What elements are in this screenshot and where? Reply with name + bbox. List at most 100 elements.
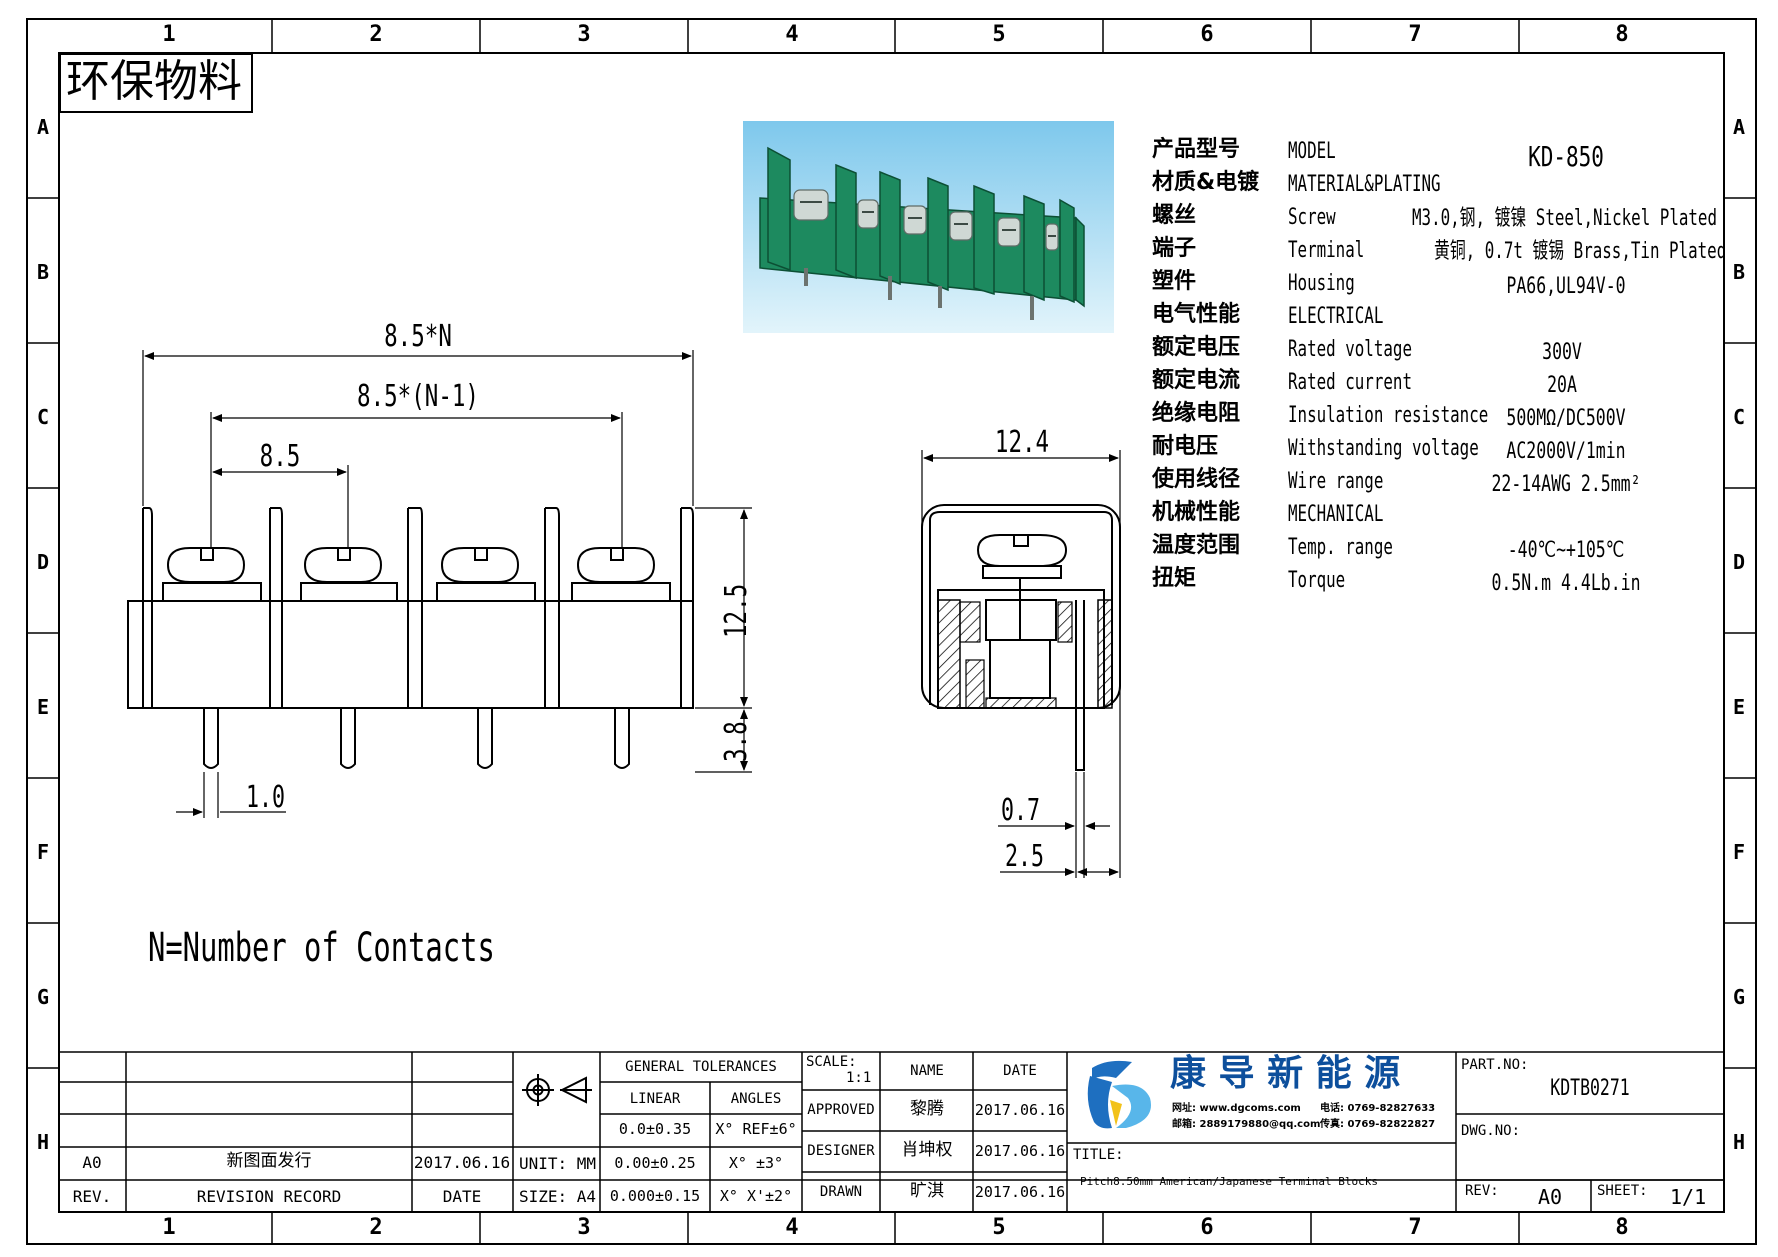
zone-row-d-left: D bbox=[37, 550, 50, 574]
spec-cn-torque: 扭矩 bbox=[1152, 566, 1197, 591]
spec-cn-housing: 塑件 bbox=[1152, 269, 1197, 294]
approved-label: APPROVED bbox=[807, 1102, 875, 1118]
screw-head-3 bbox=[440, 547, 520, 583]
spec-en-insulation: Insulation resistance bbox=[1288, 403, 1489, 428]
zone-col-1-top: 1 bbox=[162, 22, 176, 47]
spec-value-rated-voltage: 300V bbox=[1542, 340, 1582, 365]
zone-col-3-bottom: 3 bbox=[577, 1215, 591, 1240]
front-view-dimensions bbox=[142, 350, 752, 818]
spec-value-rated-current: 20A bbox=[1547, 373, 1577, 398]
part-no-value: KDTB0271 bbox=[1550, 1076, 1630, 1101]
spec-en-torque: Torque bbox=[1288, 568, 1346, 593]
spec-en-electrical: ELECTRICAL bbox=[1288, 304, 1384, 329]
spec-en-material: MATERIAL&PLATING bbox=[1288, 172, 1441, 197]
spec-cn-rated-voltage: 额定电压 bbox=[1152, 335, 1241, 360]
spec-en-screw: Screw bbox=[1288, 205, 1336, 230]
spec-cn-rated-current: 额定电流 bbox=[1152, 368, 1241, 393]
sheet-label: SHEET: bbox=[1597, 1183, 1648, 1199]
spec-en-rated-voltage: Rated voltage bbox=[1288, 337, 1412, 362]
designer-label: DESIGNER bbox=[807, 1143, 875, 1159]
zone-row-f-right: F bbox=[1733, 840, 1746, 864]
tolerances-angles-header: ANGLES bbox=[730, 1091, 782, 1107]
tolerance-linear-1: 0.0±0.35 bbox=[618, 1120, 692, 1138]
name-header: NAME bbox=[910, 1063, 944, 1079]
contacts-note: N=Number of Contacts bbox=[148, 925, 495, 971]
rev-value: A0 bbox=[1538, 1185, 1563, 1209]
spec-value-withstanding: AC2000V/1min bbox=[1506, 439, 1626, 464]
company-phone: 电话: 0769-82827633 bbox=[1320, 1103, 1436, 1114]
spec-cn-wire-range: 使用线径 bbox=[1152, 467, 1241, 492]
screw-head-4 bbox=[576, 547, 656, 583]
zone-dividers bbox=[27, 19, 1756, 1244]
zone-col-5-top: 5 bbox=[992, 22, 1006, 47]
tolerance-linear-2: 0.00±0.25 bbox=[614, 1154, 696, 1172]
dim-pin-thickness: 0.7 bbox=[1001, 793, 1041, 828]
spec-value-housing: PA66,UL94V-0 bbox=[1506, 274, 1626, 299]
spec-en-wire-range: Wire range bbox=[1288, 469, 1384, 494]
designer-name: 肖坤权 bbox=[901, 1140, 953, 1160]
zone-row-c-left: C bbox=[37, 405, 50, 429]
spec-cn-withstanding: 耐电压 bbox=[1152, 434, 1219, 459]
spec-value-screw: M3.0,钢, 镀镍 Steel,Nickel Plated bbox=[1412, 206, 1718, 231]
drawn-date: 2017.06.16 bbox=[974, 1183, 1066, 1201]
title-block-grid bbox=[59, 1051, 1724, 1212]
zone-col-4-top: 4 bbox=[785, 22, 799, 47]
revision-record: 新图面发行 bbox=[226, 1151, 312, 1171]
spec-cn-insulation: 绝缘电阻 bbox=[1152, 401, 1241, 426]
spec-cn-mechanical: 机械性能 bbox=[1152, 500, 1241, 525]
revision-rev: A0 bbox=[82, 1153, 102, 1172]
zone-row-f-left: F bbox=[37, 840, 50, 864]
dim-pin-width: 1.0 bbox=[246, 780, 286, 815]
zone-row-b-left: B bbox=[37, 260, 50, 284]
spec-en-temp-range: Temp. range bbox=[1288, 535, 1393, 560]
spec-value-model: KD-850 bbox=[1528, 140, 1604, 173]
spec-cn-model: 产品型号 bbox=[1152, 137, 1241, 162]
zone-row-h-left: H bbox=[37, 1130, 50, 1154]
dim-overall-width: 8.5*N bbox=[384, 319, 452, 354]
spec-value-temp-range: -40℃~+105℃ bbox=[1507, 538, 1625, 563]
zone-row-a-right: A bbox=[1733, 115, 1746, 139]
spec-value-terminal: 黄铜, 0.7t 镀锡 Brass,Tin Plated bbox=[1434, 239, 1727, 264]
company-fax: 传真: 0769-82822827 bbox=[1320, 1119, 1436, 1130]
stamp-box bbox=[59, 53, 253, 113]
spec-cn-electrical: 电气性能 bbox=[1152, 302, 1241, 327]
zone-col-7-bottom: 7 bbox=[1408, 1215, 1422, 1240]
tolerance-angle-2: X° ±3° bbox=[728, 1154, 784, 1172]
zone-col-2-top: 2 bbox=[369, 22, 383, 47]
drawing-title: Pitch8.50mm American/Japanese Terminal B… bbox=[1080, 1175, 1379, 1188]
dim-pin-length: 3.8 bbox=[719, 721, 754, 762]
zone-row-d-right: D bbox=[1733, 550, 1746, 574]
zone-row-g-left: G bbox=[37, 985, 50, 1009]
zone-row-a-left: A bbox=[37, 115, 50, 139]
zone-row-e-right: E bbox=[1733, 695, 1746, 719]
product-photo bbox=[743, 121, 1114, 333]
scale-value: 1:1 bbox=[846, 1070, 872, 1086]
revision-date: 2017.06.16 bbox=[413, 1153, 511, 1172]
designer-date: 2017.06.16 bbox=[974, 1142, 1066, 1160]
tolerance-angle-1: X° REF±6° bbox=[715, 1120, 797, 1138]
tolerance-linear-3: 0.000±0.15 bbox=[609, 1187, 701, 1205]
zone-row-e-left: E bbox=[37, 695, 50, 719]
company-email: 邮箱: 2889179880@qq.com bbox=[1172, 1119, 1321, 1130]
zone-col-8-bottom: 8 bbox=[1615, 1215, 1629, 1240]
spec-value-torque: 0.5N.m 4.4Lb.in bbox=[1491, 571, 1641, 596]
zone-col-6-bottom: 6 bbox=[1200, 1215, 1214, 1240]
tolerances-title: GENERAL TOLERANCES bbox=[625, 1059, 777, 1075]
zone-col-2-bottom: 2 bbox=[369, 1215, 383, 1240]
projection-symbol bbox=[522, 1074, 592, 1106]
spec-en-withstanding: Withstanding voltage bbox=[1288, 436, 1479, 461]
revision-header-record: REVISION RECORD bbox=[196, 1187, 342, 1206]
side-view-hatching bbox=[937, 599, 1113, 709]
spec-en-housing: Housing bbox=[1288, 271, 1355, 296]
spec-cn-screw: 螺丝 bbox=[1152, 203, 1197, 228]
spec-value-wire-range: 22-14AWG 2.5mm² bbox=[1491, 472, 1641, 497]
spec-cn-material: 材质&电镀 bbox=[1152, 170, 1260, 195]
zone-col-5-bottom: 5 bbox=[992, 1215, 1006, 1240]
company-logo bbox=[1087, 1060, 1151, 1129]
company-name: 康 导 新 能 源 bbox=[1170, 1053, 1401, 1094]
tolerances-linear-header: LINEAR bbox=[629, 1091, 681, 1107]
spec-cn-terminal: 端子 bbox=[1152, 236, 1197, 261]
size-label: SIZE: A4 bbox=[519, 1187, 597, 1206]
dim-height: 12.5 bbox=[719, 583, 754, 638]
